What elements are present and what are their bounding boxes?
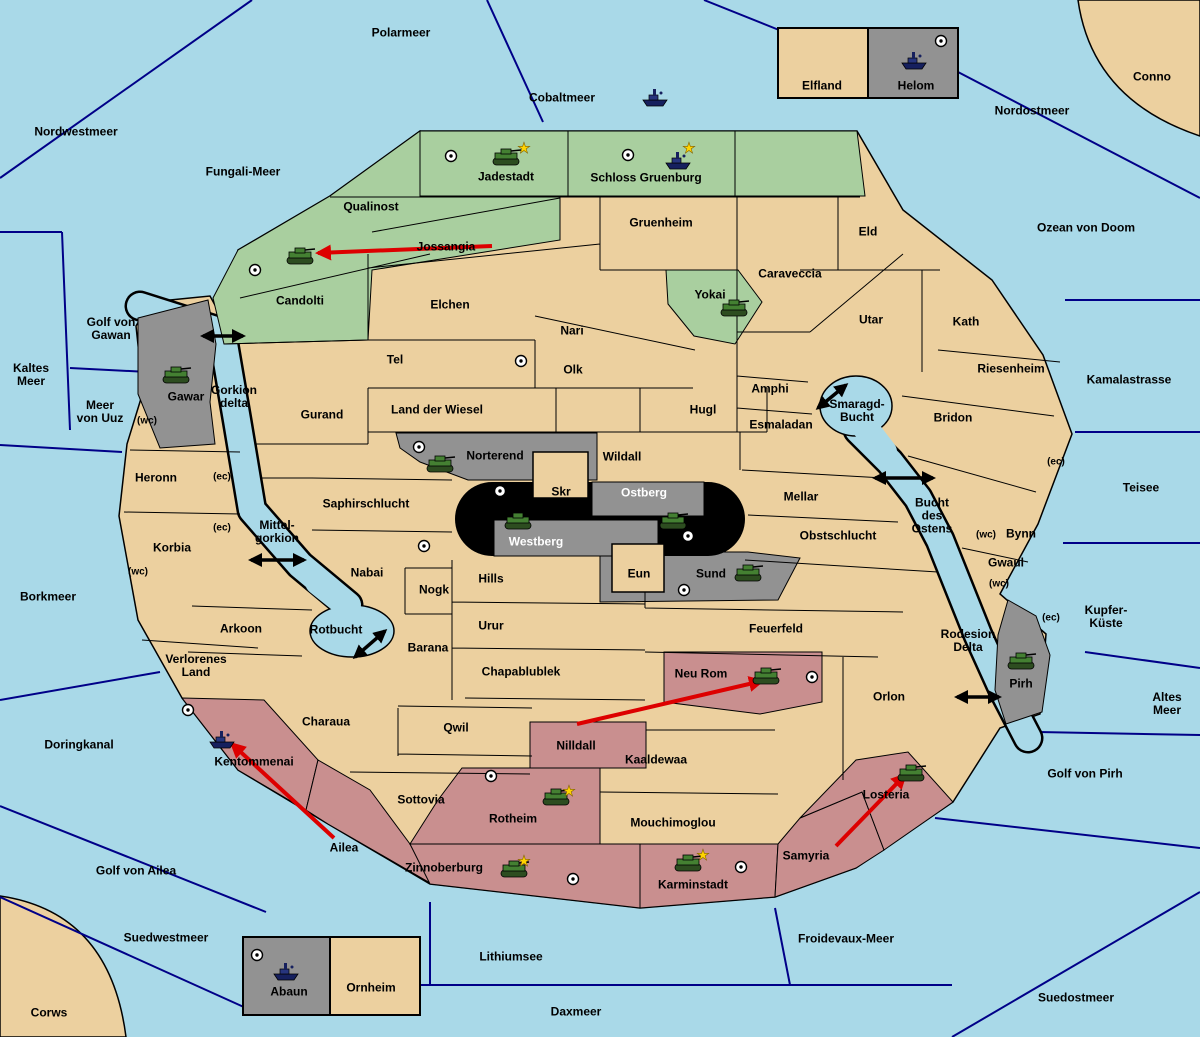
tank-unit xyxy=(659,512,689,530)
attack-arrow xyxy=(834,772,908,848)
tank-unit xyxy=(1007,652,1037,670)
stars-layer: ★ ★ ★ ★ ★ xyxy=(517,140,710,871)
victory-star: ★ xyxy=(517,853,530,870)
tank-unit xyxy=(162,366,192,384)
victory-star: ★ xyxy=(682,140,695,157)
region-skr xyxy=(532,451,589,499)
tank-unit xyxy=(286,247,316,265)
victory-star: ★ xyxy=(562,783,575,800)
island-boxes xyxy=(242,27,959,1016)
tank-unit xyxy=(674,854,704,872)
ship-unit xyxy=(209,731,235,749)
tank-unit xyxy=(492,148,522,166)
corws-landmass xyxy=(0,895,127,1037)
ferry-link xyxy=(352,629,388,659)
region-green-yokai xyxy=(665,269,763,345)
territory-borders xyxy=(123,131,1061,795)
city-marker xyxy=(621,148,635,162)
attack-arrows-layer xyxy=(229,244,908,848)
city-marker xyxy=(681,529,695,543)
city-marker xyxy=(734,860,748,874)
city-marker xyxy=(248,263,262,277)
tank-unit xyxy=(504,512,534,530)
ferry-link xyxy=(815,383,849,410)
region-eun xyxy=(611,543,665,593)
city-marker xyxy=(934,34,948,48)
city-marker xyxy=(514,354,528,368)
victory-star: ★ xyxy=(517,140,530,157)
city-marker xyxy=(181,703,195,717)
region-red-neurom xyxy=(663,651,823,715)
victory-star: ★ xyxy=(696,847,709,864)
tank-unit xyxy=(734,564,764,582)
city-marker xyxy=(417,539,431,553)
attack-arrow xyxy=(576,676,765,726)
city-marker xyxy=(566,872,580,886)
ship-unit xyxy=(665,152,691,170)
tank-unit xyxy=(500,860,530,878)
city-marker xyxy=(484,769,498,783)
tank-unit xyxy=(752,667,782,685)
city-markers-layer xyxy=(181,34,948,962)
ship-unit xyxy=(642,89,668,107)
city-marker xyxy=(677,583,691,597)
region-green-topband xyxy=(419,130,866,197)
region-red-nilldall xyxy=(529,721,647,769)
city-marker xyxy=(493,484,507,498)
conno-landmass xyxy=(1077,0,1200,137)
ship-unit xyxy=(901,52,927,70)
city-marker xyxy=(250,948,264,962)
city-marker xyxy=(444,149,458,163)
ship-unit xyxy=(273,963,299,981)
attack-arrow xyxy=(229,741,336,840)
city-marker xyxy=(805,670,819,684)
berg-stadium xyxy=(455,451,745,593)
ferry-links-layer xyxy=(200,329,1002,704)
attack-arrow xyxy=(315,244,493,261)
units-layer xyxy=(162,52,1037,981)
tank-unit xyxy=(720,299,750,317)
tank-unit xyxy=(897,764,927,782)
tank-unit xyxy=(542,788,572,806)
city-marker xyxy=(412,440,426,454)
region-gray-ostberg xyxy=(591,481,705,517)
tank-unit xyxy=(426,455,456,473)
